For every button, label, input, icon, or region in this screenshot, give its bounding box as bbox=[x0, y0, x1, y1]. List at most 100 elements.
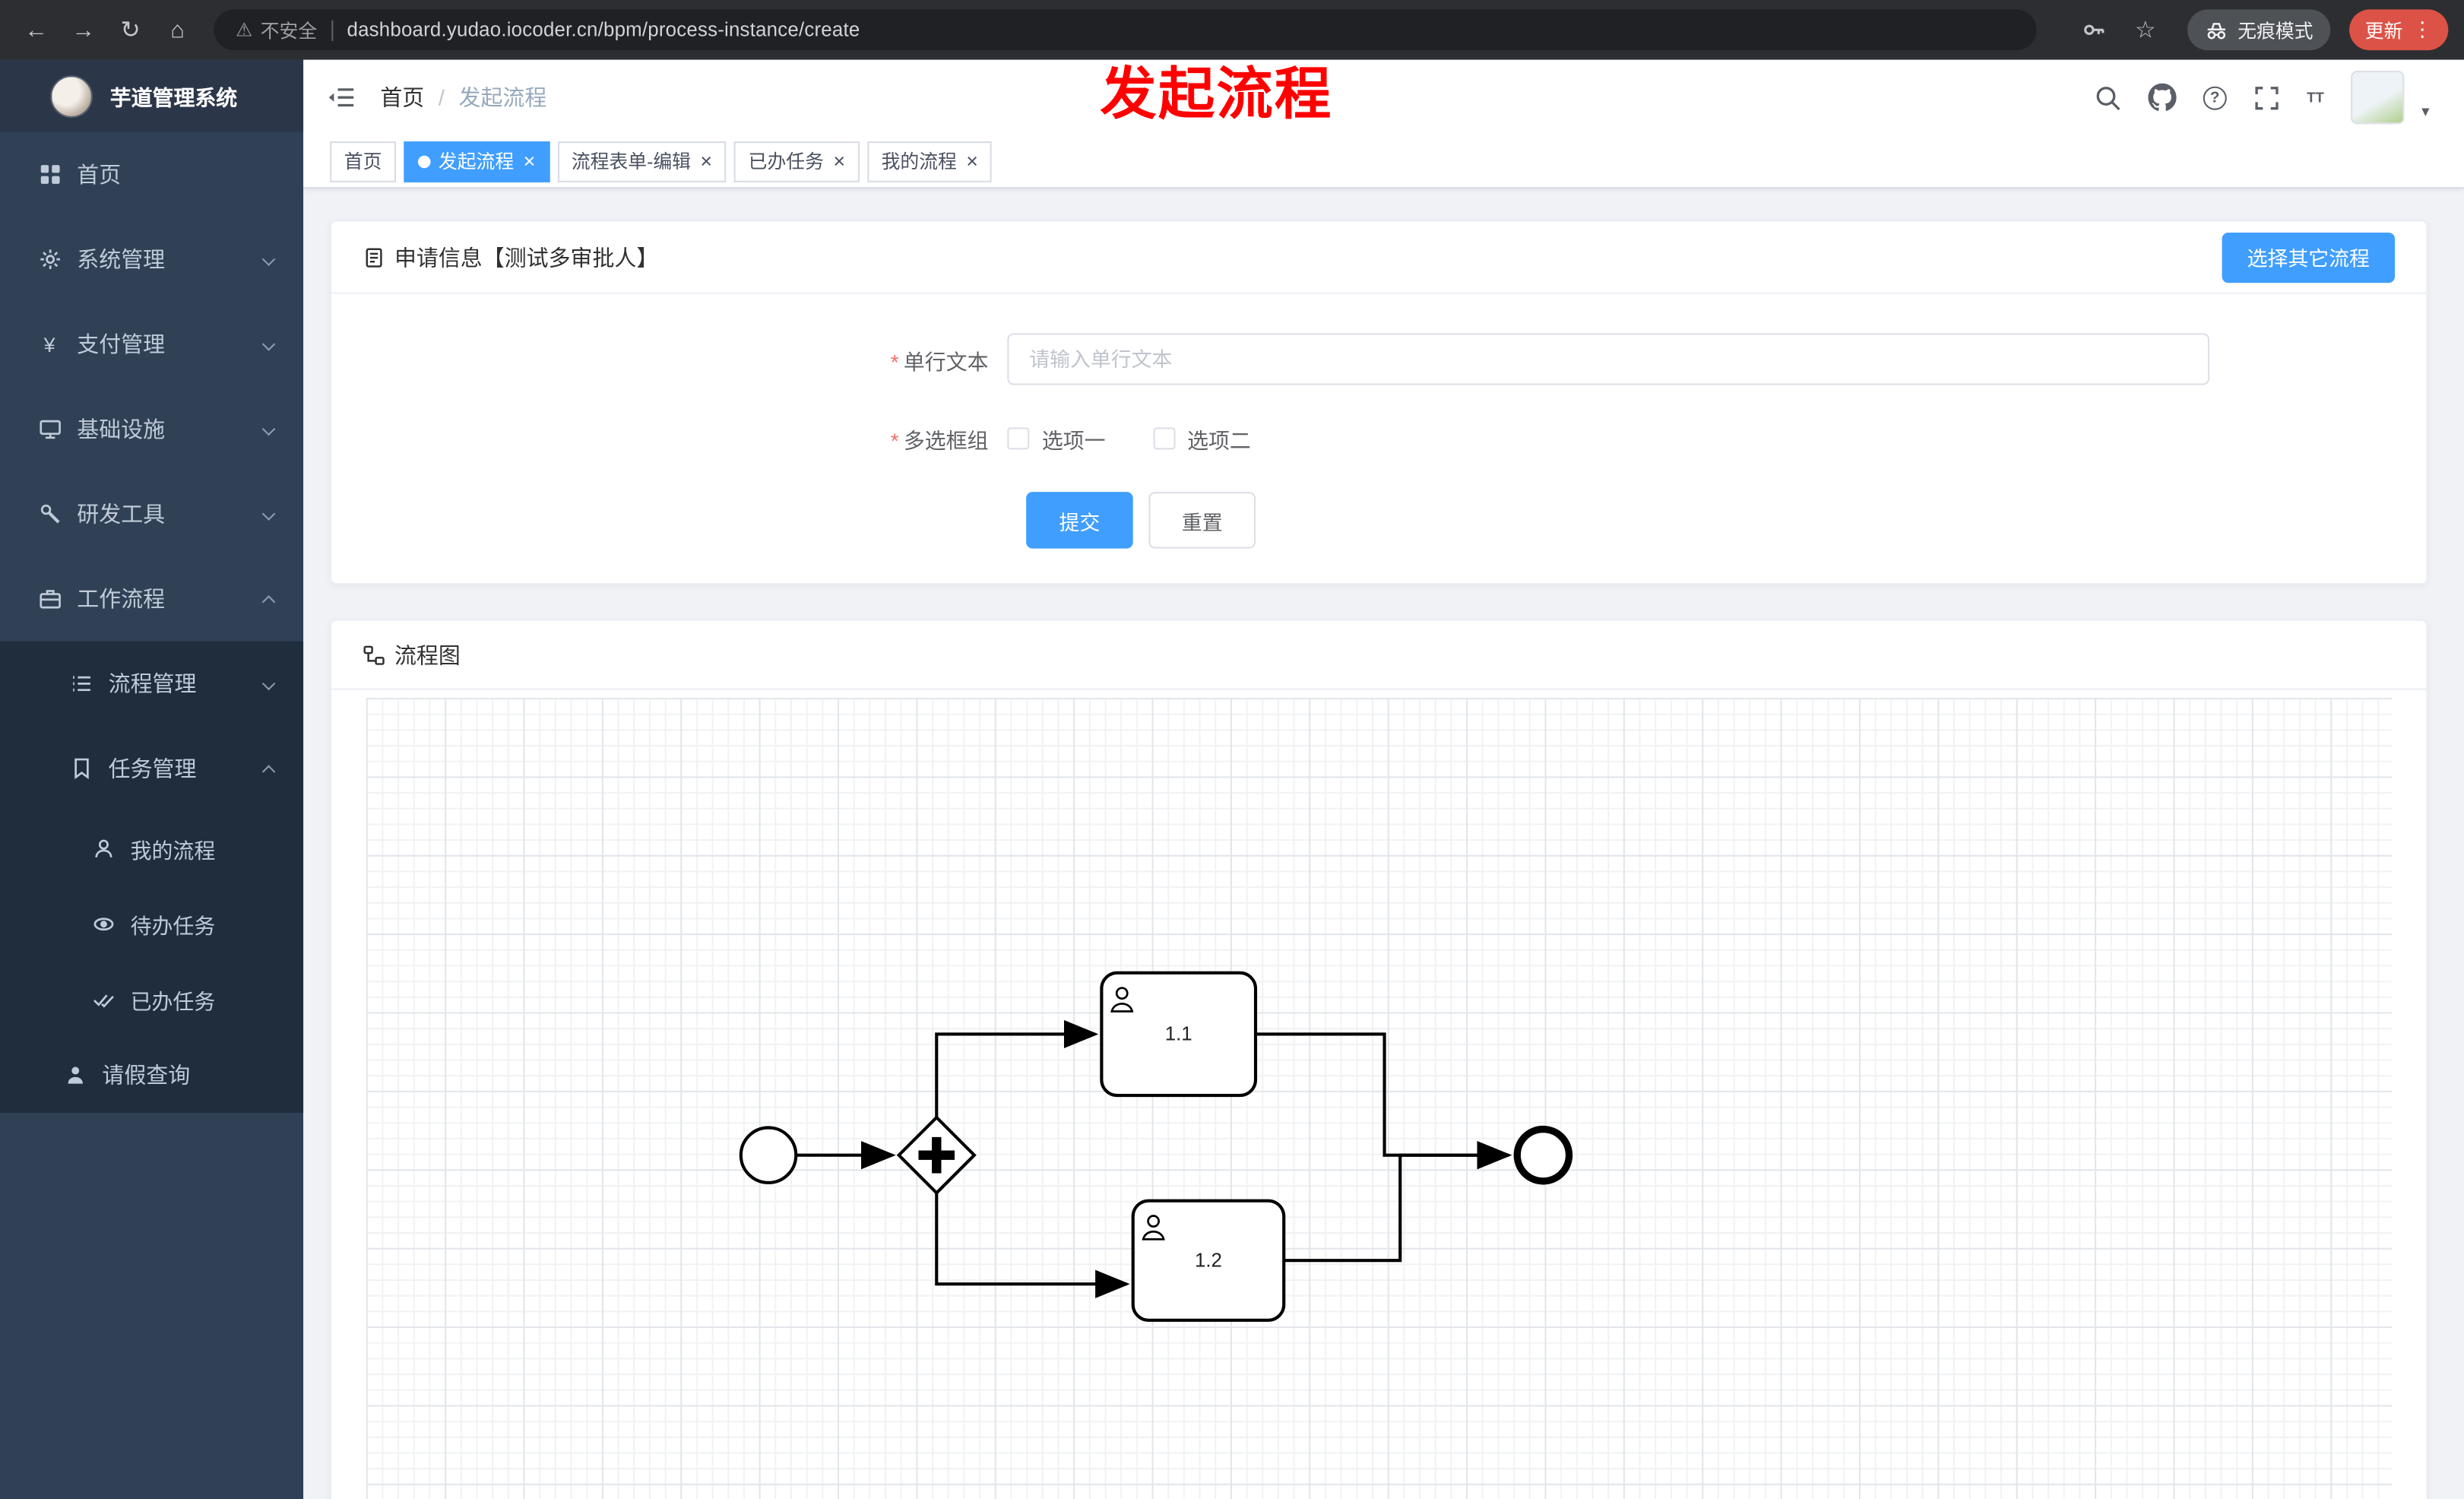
monitor-icon bbox=[38, 417, 62, 441]
chevron-down-icon bbox=[261, 507, 276, 521]
breadcrumb-home[interactable]: 首页 bbox=[380, 84, 425, 110]
sidebar-item-label: 请假查询 bbox=[102, 1062, 191, 1088]
checkbox-option-1[interactable]: 选项一 bbox=[1007, 423, 1106, 454]
gateway-plus-icon bbox=[918, 1136, 955, 1174]
required-mark: * bbox=[890, 350, 899, 374]
task-label: 1.2 bbox=[1195, 1250, 1222, 1271]
breadcrumb: 首页 / 发起流程 bbox=[380, 82, 546, 113]
required-mark: * bbox=[890, 429, 899, 453]
bpmn-canvas[interactable]: 1.1 1.2 bbox=[366, 698, 2392, 1499]
submit-button[interactable]: 提交 bbox=[1026, 492, 1133, 549]
forward-icon[interactable]: → bbox=[71, 16, 96, 43]
sidebar-item-label: 支付管理 bbox=[77, 331, 166, 357]
sidebar-item-task-management[interactable]: 任务管理 bbox=[0, 726, 303, 811]
tab-close-icon[interactable]: × bbox=[700, 149, 713, 173]
tab-done-tasks[interactable]: 已办任务 × bbox=[734, 141, 860, 182]
person-icon bbox=[63, 1063, 87, 1087]
tab-label: 流程表单-编辑 bbox=[571, 151, 691, 173]
sidebar-item-label: 基础设施 bbox=[77, 416, 166, 442]
tab-initiate-process[interactable]: 发起流程 × bbox=[404, 141, 549, 182]
avatar-caret-down-icon[interactable]: ▾ bbox=[2421, 103, 2430, 122]
reload-icon[interactable]: ↻ bbox=[120, 17, 141, 44]
end-event[interactable] bbox=[1513, 1125, 1573, 1185]
sidebar-item-infrastructure[interactable]: 基础设施 bbox=[0, 387, 303, 472]
user-task-1-1[interactable] bbox=[1100, 971, 1258, 1098]
tag-icon bbox=[69, 757, 93, 781]
briefcase-icon bbox=[38, 587, 62, 610]
help-icon[interactable]: ? bbox=[2203, 85, 2227, 109]
sidebar-item-done-tasks[interactable]: 已办任务 bbox=[0, 962, 303, 1037]
fullscreen-icon[interactable] bbox=[2253, 84, 2280, 111]
sidebar-item-system[interactable]: 系统管理 bbox=[0, 217, 303, 302]
tab-close-icon[interactable]: × bbox=[523, 149, 536, 173]
sidebar-item-payment[interactable]: ¥ 支付管理 bbox=[0, 302, 303, 387]
start-event[interactable] bbox=[739, 1126, 798, 1184]
sidebar-item-workflow[interactable]: 工作流程 bbox=[0, 556, 303, 642]
incognito-icon bbox=[2207, 22, 2226, 39]
browser-update-button[interactable]: 更新 ⋮ bbox=[2349, 9, 2449, 51]
flow-gateway-to-task1 bbox=[935, 1019, 1099, 1118]
browser-chrome: ← → ↻ ⌂ ⚠ 不安全 dashboard.yudao.iocoder.cn… bbox=[0, 0, 2464, 60]
search-icon[interactable] bbox=[2095, 84, 2121, 111]
checkbox-option-2[interactable]: 选项二 bbox=[1152, 423, 1251, 454]
tab-label: 首页 bbox=[344, 151, 382, 173]
tags-view: 首页 发起流程 × 流程表单-编辑 × 已办任务 × 我的流程 × bbox=[303, 135, 2464, 189]
user-task-person-icon bbox=[1142, 1215, 1165, 1241]
sidebar-item-devtools[interactable]: 研发工具 bbox=[0, 471, 303, 556]
tab-process-form-edit[interactable]: 流程表单-编辑 × bbox=[557, 141, 727, 182]
select-other-process-button[interactable]: 选择其它流程 bbox=[2222, 231, 2396, 283]
sidebar-item-label: 待办任务 bbox=[130, 914, 216, 939]
logo-avatar bbox=[50, 74, 93, 118]
sidebar-item-label: 首页 bbox=[77, 161, 122, 188]
flow-task2-to-end bbox=[1284, 1141, 1512, 1263]
app-logo[interactable]: 芋道管理系统 bbox=[0, 59, 304, 132]
bpmn-diagram: 1.1 1.2 bbox=[739, 971, 1573, 1322]
chevron-up-icon bbox=[261, 595, 276, 609]
sidebar-item-label: 系统管理 bbox=[77, 246, 166, 272]
back-icon[interactable]: ← bbox=[24, 16, 49, 43]
sidebar-item-label: 已办任务 bbox=[130, 990, 216, 1014]
tab-home[interactable]: 首页 bbox=[330, 141, 397, 182]
gear-icon bbox=[38, 248, 62, 271]
sidebar-item-todo-tasks[interactable]: 待办任务 bbox=[0, 886, 303, 962]
application-info-card: 申请信息【测试多审批人】 选择其它流程 *单行文本 *多选框组 bbox=[330, 220, 2428, 585]
sidebar-item-label: 工作流程 bbox=[77, 586, 166, 612]
tab-my-processes[interactable]: 我的流程 × bbox=[866, 141, 993, 182]
sidebar-item-leave-query[interactable]: 请假查询 bbox=[0, 1038, 303, 1113]
password-key-icon[interactable] bbox=[2082, 17, 2107, 43]
url-divider bbox=[331, 19, 333, 40]
process-diagram-card: 流程图 bbox=[330, 619, 2428, 1499]
sidebar-item-my-processes[interactable]: 我的流程 bbox=[0, 811, 303, 886]
chevron-down-icon bbox=[261, 422, 276, 436]
url-bar[interactable]: ⚠ 不安全 dashboard.yudao.iocoder.cn/bpm/pro… bbox=[214, 9, 2037, 51]
field-label-single-line-text: *单行文本 bbox=[890, 350, 989, 374]
checkbox-group: 选项一 选项二 bbox=[1007, 423, 1251, 454]
dashboard-icon bbox=[38, 163, 62, 186]
sidebar-item-home[interactable]: 首页 bbox=[0, 132, 303, 217]
url-text[interactable]: dashboard.yudao.iocoder.cn/bpm/process-i… bbox=[347, 18, 860, 41]
font-size-icon[interactable]: TT bbox=[2307, 89, 2324, 106]
reset-button[interactable]: 重置 bbox=[1148, 492, 1256, 549]
tab-close-icon[interactable]: × bbox=[833, 149, 846, 173]
breadcrumb-current: 发起流程 bbox=[458, 84, 547, 110]
home-icon[interactable]: ⌂ bbox=[170, 16, 185, 43]
single-line-text-input[interactable] bbox=[1007, 333, 2210, 385]
browser-menu-dots-icon[interactable]: ⋮ bbox=[2412, 17, 2433, 41]
user-task-1-2[interactable] bbox=[1131, 1199, 1286, 1322]
sidebar-item-process-management[interactable]: 流程管理 bbox=[0, 642, 303, 727]
flow-task1-to-end bbox=[1256, 1032, 1512, 1170]
breadcrumb-separator: / bbox=[438, 84, 445, 110]
checkbox-label: 选项二 bbox=[1187, 429, 1251, 453]
checkbox-icon[interactable] bbox=[1007, 427, 1030, 450]
checkbox-label: 选项一 bbox=[1041, 429, 1106, 453]
github-icon[interactable] bbox=[2148, 83, 2177, 112]
user-avatar[interactable] bbox=[2351, 71, 2405, 125]
sidebar-item-label: 流程管理 bbox=[108, 670, 197, 696]
bookmark-star-icon[interactable]: ☆ bbox=[2134, 17, 2156, 44]
document-icon bbox=[366, 247, 382, 267]
checkbox-icon[interactable] bbox=[1152, 427, 1175, 450]
sidebar: 芋道管理系统 首页 系统管理 ¥ 支付管理 基础设施 bbox=[0, 59, 304, 1499]
tab-close-icon[interactable]: × bbox=[966, 149, 978, 173]
security-label[interactable]: 不安全 bbox=[260, 19, 318, 42]
sidebar-fold-icon[interactable] bbox=[327, 85, 355, 110]
